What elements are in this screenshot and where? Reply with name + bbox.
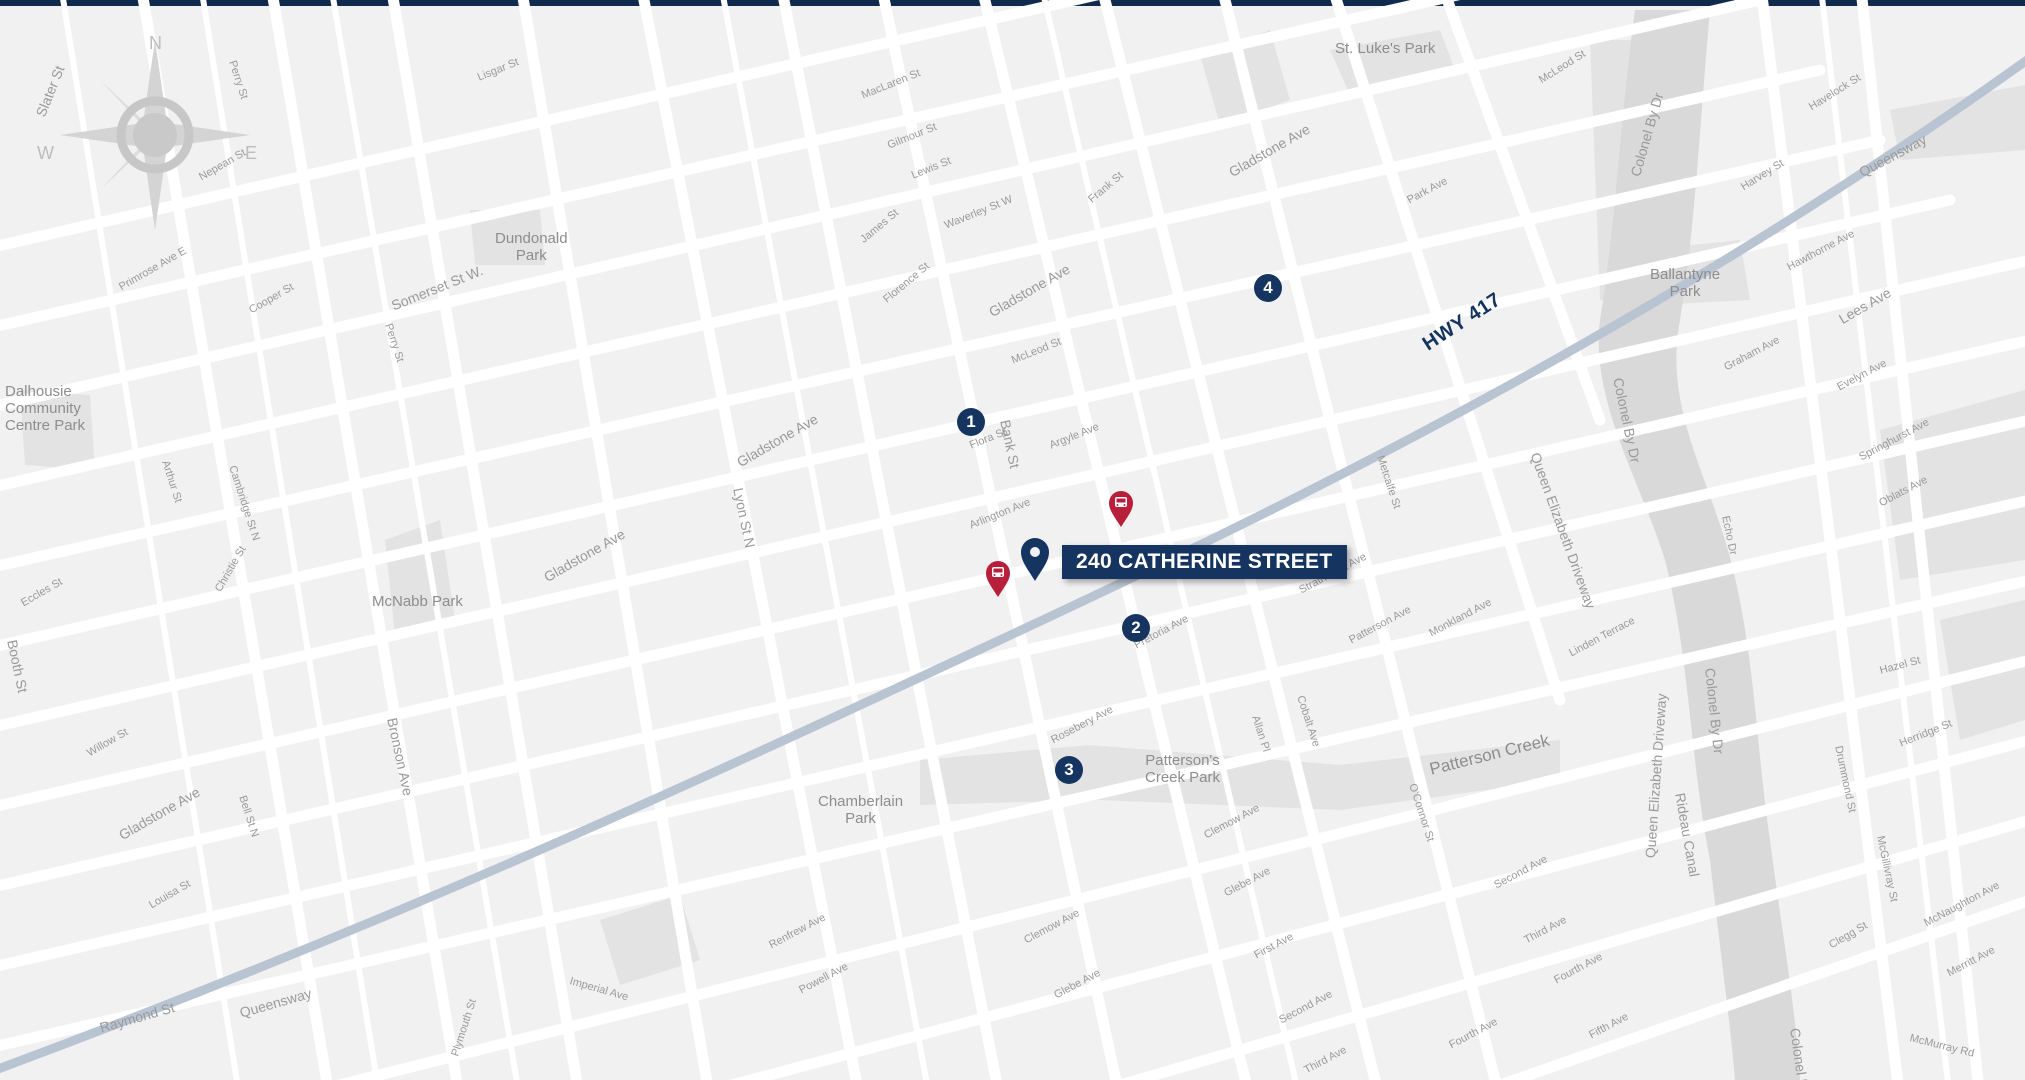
park-label-pattersons-creek: Patterson's Creek Park <box>1145 752 1221 786</box>
map-marker-2[interactable]: 2 <box>1122 614 1150 642</box>
compass-rose: N E W <box>37 33 258 235</box>
address-callout: 240 CATHERINE STREET <box>1062 545 1347 579</box>
park-label-chamberlain: Chamberlain Park <box>818 793 904 827</box>
bus-stop-pin-1[interactable] <box>1108 490 1134 528</box>
park-label-dundonald: Dundonald Park <box>495 230 568 264</box>
compass-icon <box>60 40 250 230</box>
park-area <box>385 520 455 635</box>
park-area <box>20 390 95 470</box>
compass-north-label: N <box>149 33 162 53</box>
map-marker-3[interactable]: 3 <box>1055 756 1083 784</box>
top-border <box>0 0 2025 6</box>
park-label-st-lukes: St. Luke's Park <box>1335 40 1436 57</box>
park-label-dalhousie: Dalhousie Community Centre Park <box>5 383 86 434</box>
park-label-mcnabb: McNabb Park <box>372 593 463 610</box>
map-marker-4[interactable]: 4 <box>1254 274 1282 302</box>
bus-stop-pin-2[interactable] <box>985 560 1011 598</box>
park-label-ballantyne: Ballantyne Park <box>1650 266 1721 300</box>
location-pin-icon[interactable] <box>1020 538 1050 582</box>
highway-417-line <box>0 56 2025 1074</box>
park-area <box>1890 85 2025 160</box>
compass-west-label: W <box>37 143 54 163</box>
park-area <box>470 210 545 265</box>
map-marker-1[interactable]: 1 <box>957 408 985 436</box>
compass-east-label: E <box>245 143 258 163</box>
